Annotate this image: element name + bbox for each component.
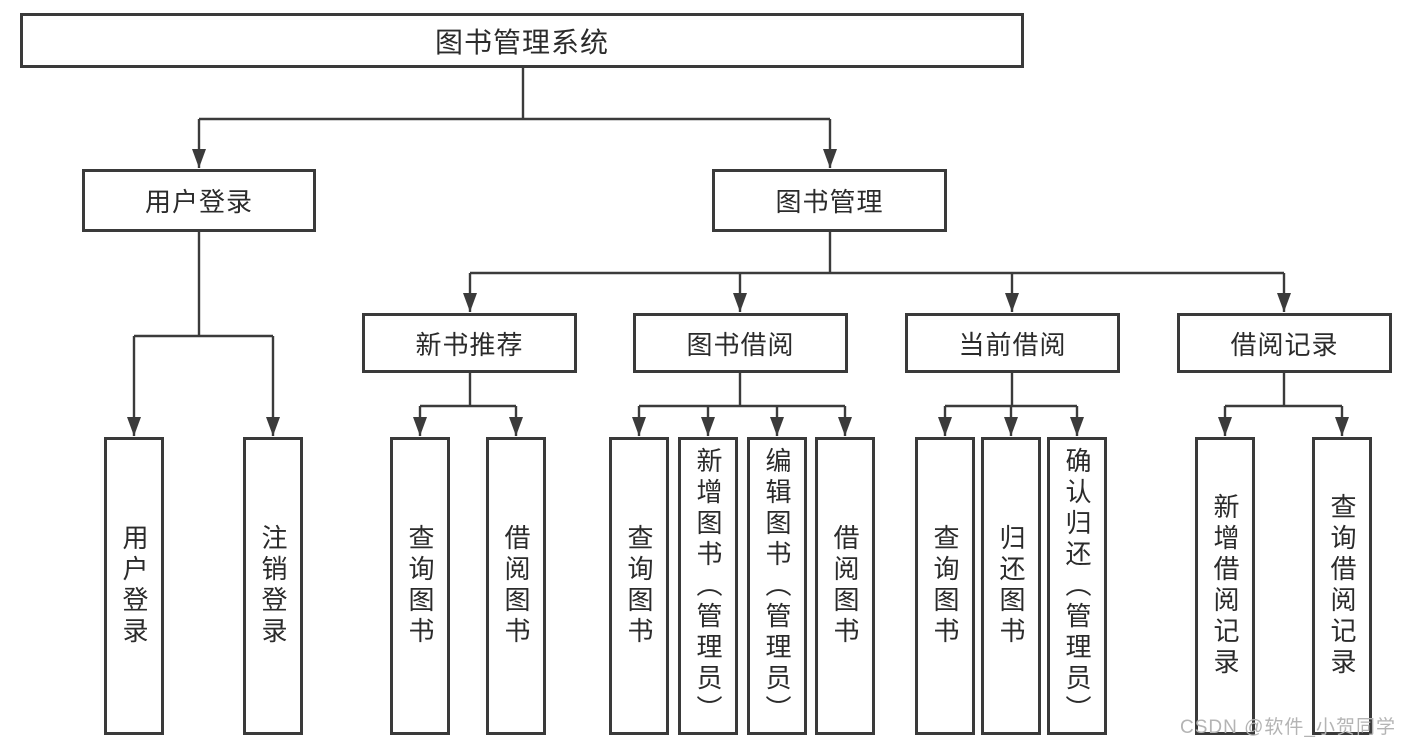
leaf-label: 新增图书（管理员） <box>693 446 723 726</box>
leaf-label: 注销登录 <box>258 524 288 648</box>
node-book-management: 图书管理 <box>712 169 947 232</box>
leaf-edit-books-admin: 编辑图书（管理员） <box>747 437 807 735</box>
csdn-watermark: CSDN @软件_小贺同学 <box>1180 717 1396 738</box>
leaf-query-borrow-record: 查询借阅记录 <box>1312 437 1372 735</box>
node-library-management-system: 图书管理系统 <box>20 13 1024 68</box>
leaf-borrow-books-recommend: 借阅图书 <box>486 437 546 735</box>
node-current-borrow: 当前借阅 <box>905 313 1120 373</box>
leaf-add-books-admin: 新增图书（管理员） <box>678 437 738 735</box>
leaf-logout: 注销登录 <box>243 437 303 735</box>
leaf-query-books-recommend: 查询图书 <box>390 437 450 735</box>
leaf-label: 查询图书 <box>624 524 654 648</box>
node-book-borrow: 图书借阅 <box>633 313 848 373</box>
node-user-login: 用户登录 <box>82 169 316 232</box>
leaf-confirm-return-admin: 确认归还（管理员） <box>1047 437 1107 735</box>
leaf-label: 编辑图书（管理员） <box>762 446 792 726</box>
leaf-return-books: 归还图书 <box>981 437 1041 735</box>
leaf-label: 借阅图书 <box>830 524 860 648</box>
leaf-user-login: 用户登录 <box>104 437 164 735</box>
leaf-query-books-borrow: 查询图书 <box>609 437 669 735</box>
leaf-label: 归还图书 <box>996 524 1026 648</box>
node-new-book-recommend: 新书推荐 <box>362 313 577 373</box>
node-borrow-records: 借阅记录 <box>1177 313 1392 373</box>
leaf-label: 用户登录 <box>119 524 149 648</box>
leaf-label: 借阅图书 <box>501 524 531 648</box>
leaf-add-borrow-record: 新增借阅记录 <box>1195 437 1255 735</box>
leaf-label: 查询借阅记录 <box>1327 493 1357 679</box>
leaf-label: 新增借阅记录 <box>1210 493 1240 679</box>
leaf-label: 查询图书 <box>930 524 960 648</box>
leaf-borrow-books: 借阅图书 <box>815 437 875 735</box>
leaf-label: 确认归还（管理员） <box>1062 446 1092 726</box>
leaf-label: 查询图书 <box>405 524 435 648</box>
leaf-query-books-current: 查询图书 <box>915 437 975 735</box>
